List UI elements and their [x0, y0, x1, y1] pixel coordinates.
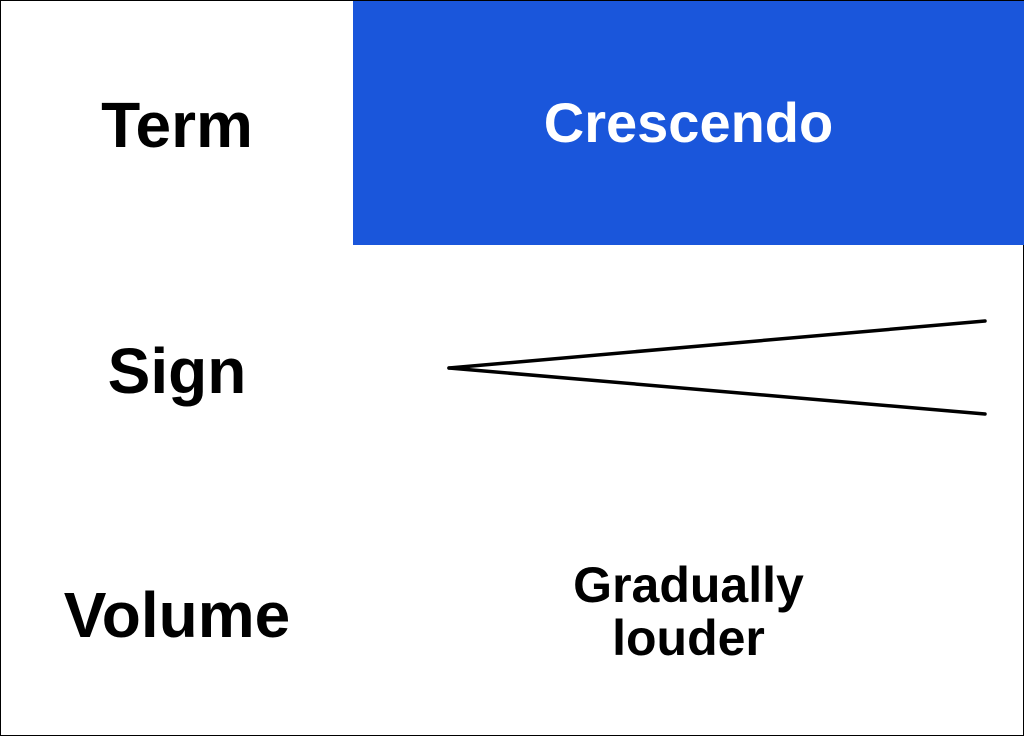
sign-label: Sign — [107, 335, 247, 407]
term-value: Crescendo — [543, 91, 834, 154]
volume-value-line-1: Gradually — [573, 557, 804, 613]
volume-value-line-2: louder — [612, 610, 765, 666]
hairpin-lower-line — [447, 366, 987, 416]
term-label: Term — [101, 89, 253, 161]
volume-label: Volume — [63, 579, 291, 651]
hairpin-upper-line — [447, 319, 987, 370]
volume-value: Gradually louder — [353, 559, 1024, 665]
term-value-box: Crescendo — [353, 1, 1024, 245]
